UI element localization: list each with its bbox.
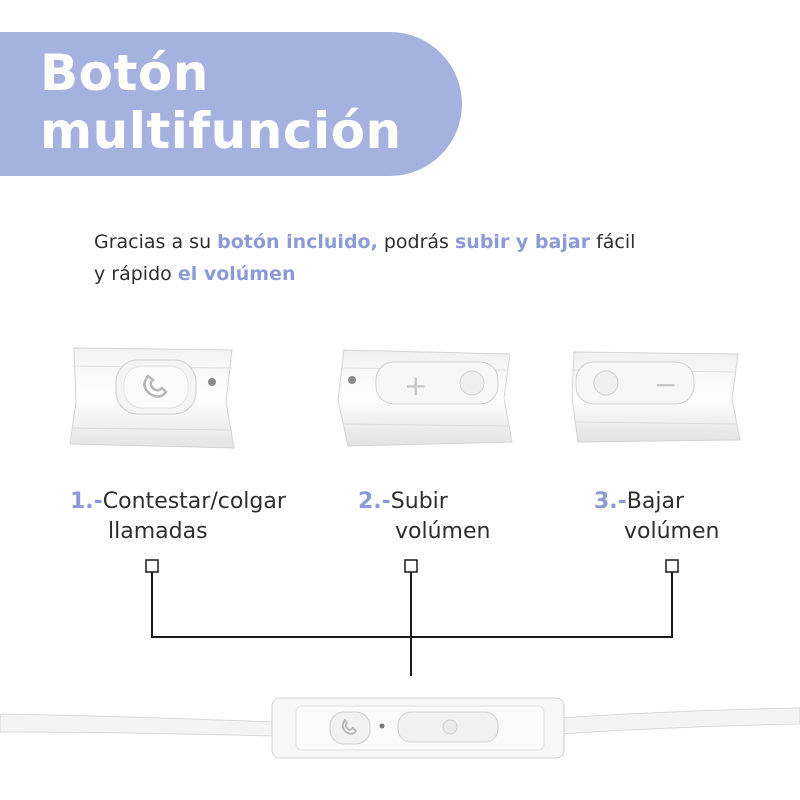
function-3-line-1: 3.-Bajar: [594, 487, 719, 517]
function-label-2: 2.-Subir volúmen: [358, 487, 490, 547]
phone-icon: [143, 374, 168, 398]
function-2-line-1: 2.-Subir: [358, 487, 490, 517]
intro-text-2: podrás: [377, 231, 455, 253]
connector-marker-1: [145, 559, 159, 573]
intro-text-1: Gracias a su: [94, 231, 218, 253]
intro-highlight-3: el volúmen: [177, 263, 296, 285]
volume-down-photo: −: [568, 348, 744, 444]
function-2-text: Subir: [390, 489, 448, 514]
page-title: Botón multifunción: [40, 44, 402, 160]
minus-icon: −: [654, 368, 677, 401]
title-line-2: multifunción: [40, 102, 402, 160]
intro-highlight-1: botón incluido,: [217, 231, 378, 253]
remote-control-photo: [0, 692, 800, 768]
connector-marker-3: [665, 559, 679, 573]
function-2-line-2: volúmen: [395, 519, 491, 544]
function-3-line-2: volúmen: [624, 519, 720, 544]
function-label-3: 3.-Bajar volúmen: [594, 487, 719, 547]
function-label-1: 1.-Contestar/colgar llamadas: [70, 487, 286, 547]
connector-marker-2: [404, 559, 418, 573]
intro-text-4: y rápido: [94, 263, 178, 285]
plus-icon: +: [404, 369, 427, 402]
title-banner: [0, 32, 462, 176]
intro-text-3: fácil: [590, 231, 636, 253]
function-3-text: Bajar: [626, 489, 685, 514]
function-1-text: Contestar/colgar: [102, 489, 286, 514]
title-line-1: Botón: [40, 44, 209, 102]
intro-highlight-2: subir y bajar: [455, 231, 591, 253]
function-3-number: 3.-: [594, 489, 627, 514]
function-1-number: 1.-: [70, 489, 103, 514]
volume-up-photo: +: [332, 346, 516, 450]
intro-text: Gracias a su botón incluido, podrás subi…: [94, 226, 734, 290]
function-2-number: 2.-: [358, 489, 391, 514]
function-1-line-2: llamadas: [108, 519, 208, 544]
answer-button-photo: [66, 344, 238, 452]
function-1-line-1: 1.-Contestar/colgar: [70, 487, 286, 517]
